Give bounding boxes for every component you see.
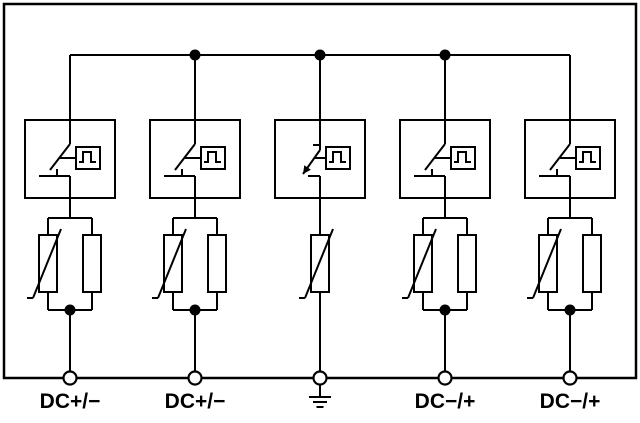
pulse-step-icon xyxy=(329,151,346,163)
terminal-label-2: DC+/− xyxy=(164,390,226,413)
spd-branch-5 xyxy=(523,53,617,386)
terminal-label-1: DC+/− xyxy=(39,390,101,413)
spd-branch-center-pe xyxy=(274,55,366,386)
spd-branch-2 xyxy=(148,53,242,386)
earth-ground-icon xyxy=(309,384,331,408)
terminal-label-4: DC−/+ xyxy=(414,390,476,413)
spd-branch-4 xyxy=(398,53,492,386)
disconnector-arrow-icon xyxy=(303,165,311,174)
spd-branch-1 xyxy=(23,53,117,386)
terminal-label-5: DC−/+ xyxy=(539,390,601,413)
terminal-circle-icon xyxy=(312,370,328,386)
